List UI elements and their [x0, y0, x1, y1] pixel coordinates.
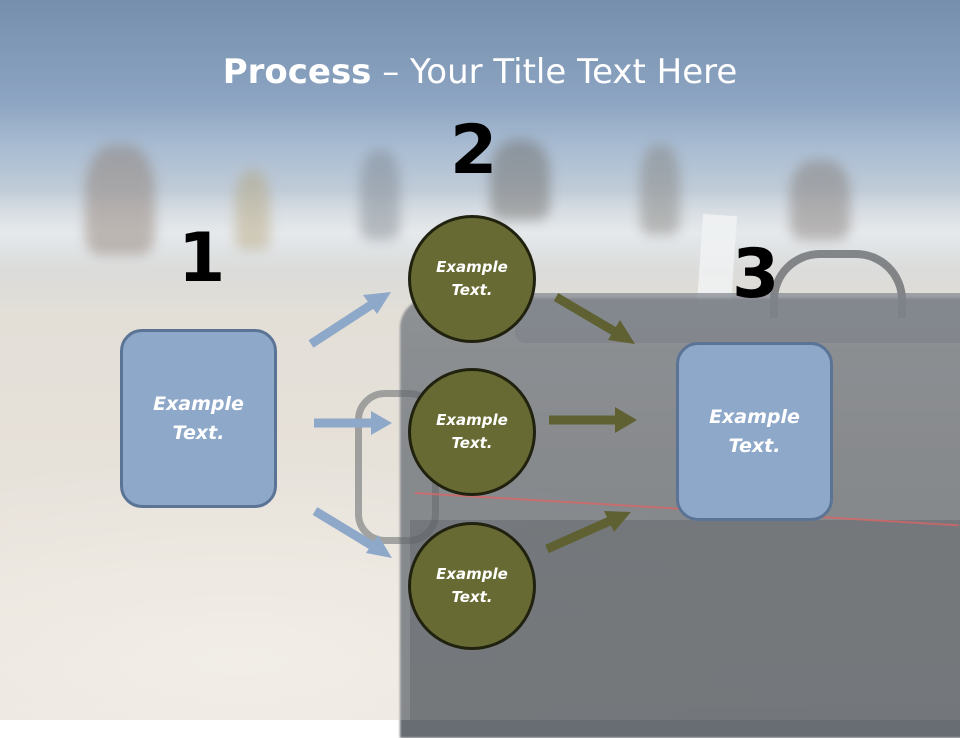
step-2-circle-text: Example Text.	[436, 411, 508, 452]
background-person	[85, 145, 155, 255]
step-2-circle-text: Example Text.	[436, 565, 508, 606]
background-person	[360, 150, 400, 240]
background-person	[490, 140, 550, 220]
title-bold: Process	[222, 52, 372, 92]
suitcase-handle	[770, 250, 906, 318]
step-number-3: 3	[732, 235, 780, 314]
arrow-layer	[308, 292, 637, 558]
step-3-box: Example Text.	[676, 342, 833, 521]
step-2-circle-middle: Example Text.	[408, 368, 536, 496]
step-number-2: 2	[450, 111, 498, 190]
step-2-circle-text: Example Text.	[436, 258, 508, 299]
background-person	[640, 145, 680, 235]
step-3-text: Example Text.	[709, 405, 800, 457]
background-person	[790, 160, 850, 240]
step-2-circle-top: Example Text.	[408, 215, 536, 343]
step-number-1: 1	[178, 219, 226, 298]
olive-arrow-straight	[549, 407, 637, 433]
step-2-circle-bottom: Example Text.	[408, 522, 536, 650]
olive-arrow-up	[545, 511, 631, 554]
blue-arrow-up	[308, 292, 391, 348]
olive-arrow-down	[553, 293, 635, 344]
slide-title: Process – Your Title Text Here	[0, 52, 960, 92]
step-1-text: Example Text.	[153, 392, 244, 444]
blue-arrow-down	[312, 507, 392, 558]
background-person	[235, 170, 270, 250]
title-rest: – Your Title Text Here	[371, 52, 738, 92]
blue-arrow-straight	[314, 411, 392, 435]
step-1-box: Example Text.	[120, 329, 277, 508]
